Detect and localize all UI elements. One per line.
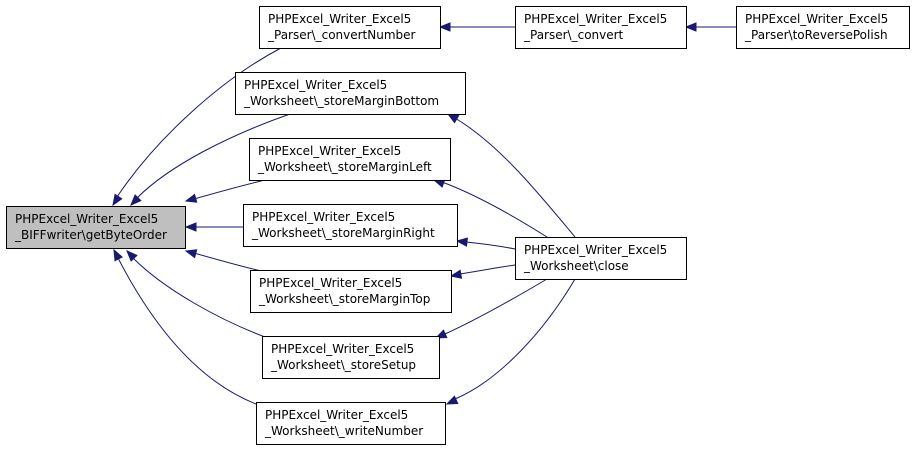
arrowhead-icon (112, 193, 123, 207)
node-box (262, 336, 440, 379)
node-label-line: PHPExcel_Writer_Excel5 (259, 276, 402, 290)
node-box (515, 6, 687, 49)
node-box (249, 138, 451, 181)
node-label-line: PHPExcel_Writer_Excel5 (252, 210, 395, 224)
node-convertNumber[interactable]: PHPExcel_Writer_Excel5 _Parser\_convertNu… (259, 6, 441, 49)
node-label-line: _Worksheet\_storeMarginRight (251, 226, 435, 240)
arrowhead-icon (445, 395, 459, 405)
edge-close-to-storeMarginTop (449, 264, 516, 279)
node-box (235, 72, 466, 115)
node-label-line: _Worksheet\_writeNumber (264, 424, 423, 438)
edge-storeMarginRight-to-getByteOrder (184, 222, 243, 232)
edge-storeMarginLeft-to-getByteOrder (184, 179, 266, 203)
arrowhead-icon (438, 22, 451, 32)
node-box (243, 204, 458, 247)
node-label-line: PHPExcel_Writer_Excel5 (268, 12, 411, 26)
edge-line (444, 278, 548, 335)
node-box (259, 6, 441, 49)
arrowhead-icon (126, 250, 138, 262)
node-label-line: PHPExcel_Writer_Excel5 (524, 243, 667, 257)
edge-close-to-writeNumber (445, 278, 576, 405)
arrowhead-icon (130, 194, 142, 206)
node-convert[interactable]: PHPExcel_Writer_Excel5 _Parser\_convert (515, 6, 687, 49)
node-label-line: PHPExcel_Writer_Excel5 (271, 342, 414, 356)
node-storeSetup[interactable]: PHPExcel_Writer_Excel5 _Worksheet\_storeS… (262, 336, 440, 379)
arrowhead-icon (446, 113, 460, 124)
edge-line (441, 181, 548, 238)
node-box (736, 6, 910, 49)
edge-line (136, 113, 291, 199)
node-label-line: _Worksheet\_storeMarginTop (258, 292, 430, 306)
arrowhead-icon (455, 237, 468, 247)
node-label-line: _Parser\_convertNumber (267, 28, 416, 42)
node-box (515, 237, 687, 280)
edge-close-to-storeSetup (434, 278, 548, 339)
edge-line (193, 252, 266, 273)
edge-close-to-storeMarginRight (455, 237, 516, 250)
node-close[interactable]: PHPExcel_Writer_Excel5 _Worksheet\close (515, 237, 687, 280)
edge-line (116, 47, 282, 198)
node-label-line: PHPExcel_Writer_Excel5 (265, 408, 408, 422)
graph-edges (112, 22, 736, 405)
node-label-line: _Parser\_convert (523, 28, 624, 42)
edge-line (117, 257, 257, 405)
edge-close-to-storeMarginBottom (446, 113, 576, 238)
node-label-line: PHPExcel_Writer_Excel5 (524, 12, 667, 26)
node-toReversePolish[interactable]: PHPExcel_Writer_Excel5 _Parser\toReverseP… (736, 6, 910, 49)
node-storeMarginBottom[interactable]: PHPExcel_Writer_Excel5 _Worksheet\_storeM… (235, 72, 466, 115)
arrowhead-icon (184, 222, 197, 232)
edge-line (454, 117, 576, 238)
node-storeMarginRight[interactable]: PHPExcel_Writer_Excel5 _Worksheet\_storeM… (243, 204, 458, 247)
edge-storeMarginTop-to-getByteOrder (184, 249, 266, 273)
node-getByteOrder[interactable]: PHPExcel_Writer_Excel5 _BIFFwriter\getByt… (6, 206, 186, 249)
arrowhead-icon (184, 193, 198, 203)
edge-convertNumber-to-getByteOrder (112, 47, 282, 207)
node-storeMarginLeft[interactable]: PHPExcel_Writer_Excel5 _Worksheet\_storeM… (249, 138, 451, 181)
arrowhead-icon (449, 269, 463, 279)
node-writeNumber[interactable]: PHPExcel_Writer_Excel5 _Worksheet\_writeN… (256, 402, 446, 445)
node-label-line: PHPExcel_Writer_Excel5 (745, 12, 888, 26)
edge-line (459, 264, 516, 275)
edge-storeMarginBottom-to-getByteOrder (130, 113, 291, 206)
node-label-line: _BIFFwriter\getByteOrder (14, 228, 167, 242)
node-label-line: _Worksheet\close (523, 259, 629, 273)
edge-line (132, 257, 266, 338)
edge-line (465, 241, 516, 250)
node-label-line: _Worksheet\_storeSetup (270, 358, 416, 372)
node-box (6, 206, 186, 249)
graph-nodes: PHPExcel_Writer_Excel5 _BIFFwriter\getByt… (6, 6, 910, 445)
edge-line (193, 179, 266, 200)
node-label-line: PHPExcel_Writer_Excel5 (15, 212, 158, 226)
node-label-line: PHPExcel_Writer_Excel5 (258, 144, 401, 158)
node-label-line: _Worksheet\_storeMarginBottom (243, 94, 439, 108)
node-box (250, 270, 452, 313)
arrowhead-icon (684, 22, 697, 32)
arrowhead-icon (184, 249, 198, 259)
node-label-line: PHPExcel_Writer_Excel5 (244, 78, 387, 92)
node-box (256, 402, 446, 445)
edge-toReversePolish-to-convert (684, 22, 736, 32)
edge-convert-to-convertNumber (438, 22, 515, 32)
node-label-line: _Worksheet\_storeMarginLeft (257, 160, 432, 174)
edge-storeSetup-to-getByteOrder (126, 250, 266, 338)
edge-writeNumber-to-getByteOrder (113, 248, 257, 405)
edge-line (454, 278, 576, 400)
arrowhead-icon (113, 248, 124, 262)
node-storeMarginTop[interactable]: PHPExcel_Writer_Excel5 _Worksheet\_storeM… (250, 270, 452, 313)
node-label-line: _Parser\toReversePolish (744, 28, 888, 42)
